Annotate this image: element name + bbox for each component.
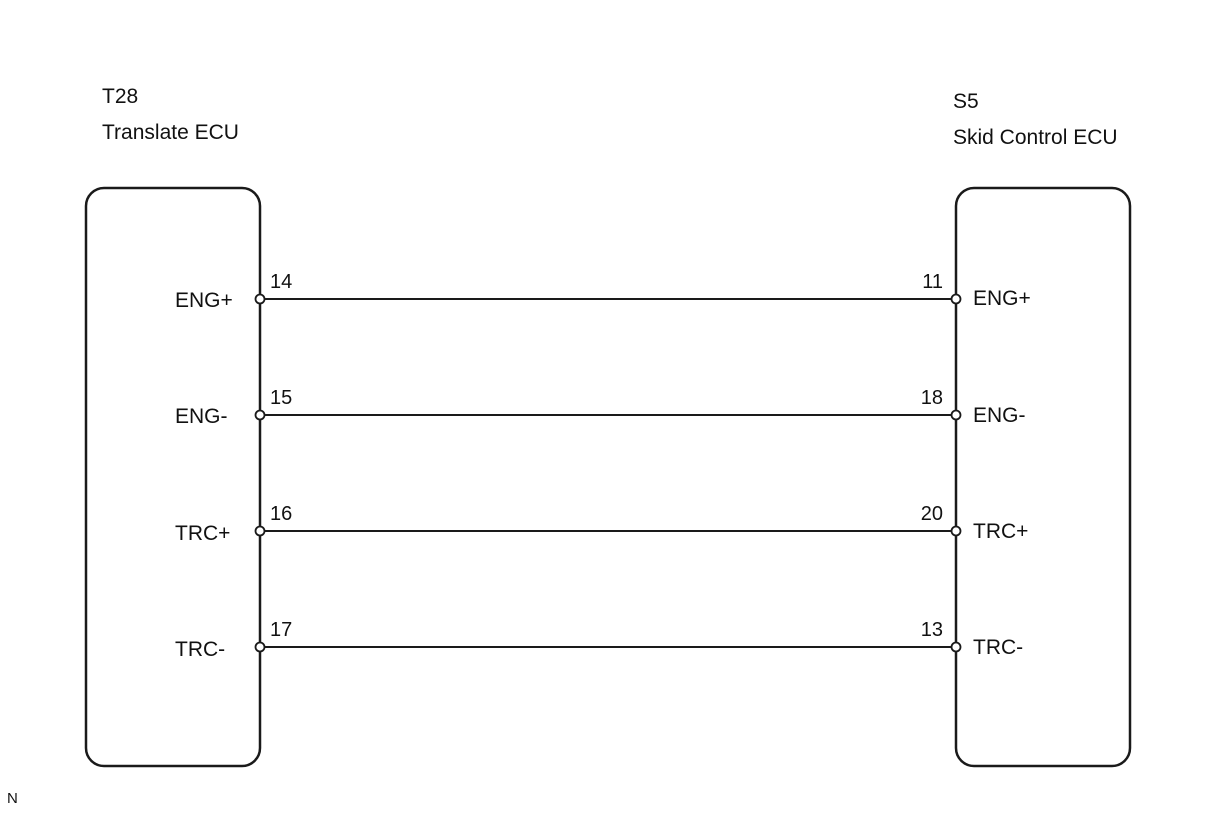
left-signal-label: TRC+	[175, 522, 230, 545]
right-pin-number: 18	[921, 387, 943, 409]
left-pin-number: 15	[270, 387, 292, 409]
right-terminal-eng-plus	[950, 293, 962, 305]
left-ecu-name: Translate ECU	[102, 121, 239, 144]
left-terminal-trc-plus	[254, 525, 266, 537]
right-signal-label: ENG-	[973, 404, 1026, 427]
right-terminal-trc-plus	[950, 525, 962, 537]
right-signal-label: ENG+	[973, 287, 1031, 310]
right-signal-label: TRC+	[973, 520, 1028, 543]
right-pin-number: 13	[921, 619, 943, 641]
left-terminal-eng-plus	[254, 293, 266, 305]
right-ecu-title: S5 Skid Control ECU	[953, 84, 1118, 156]
left-signal-label: ENG+	[175, 289, 233, 312]
right-ecu-box	[954, 186, 1132, 768]
right-ecu-name: Skid Control ECU	[953, 126, 1118, 149]
left-signal-label: TRC-	[175, 638, 225, 661]
left-ecu-code: T28	[102, 85, 139, 108]
right-terminal-eng-minus	[950, 409, 962, 421]
left-pin-number: 16	[270, 503, 292, 525]
left-ecu-box	[84, 186, 262, 768]
left-pin-number: 17	[270, 619, 292, 641]
left-pin-number: 14	[270, 271, 292, 293]
right-terminal-trc-minus	[950, 641, 962, 653]
left-terminal-eng-minus	[254, 409, 266, 421]
right-ecu-code: S5	[953, 90, 979, 113]
left-ecu-title: T28 Translate ECU	[102, 79, 239, 151]
footer-code: N	[7, 790, 18, 807]
right-pin-number: 20	[921, 503, 943, 525]
left-terminal-trc-minus	[254, 641, 266, 653]
right-signal-label: TRC-	[973, 636, 1023, 659]
right-pin-number: 11	[922, 271, 943, 293]
left-signal-label: ENG-	[175, 405, 228, 428]
